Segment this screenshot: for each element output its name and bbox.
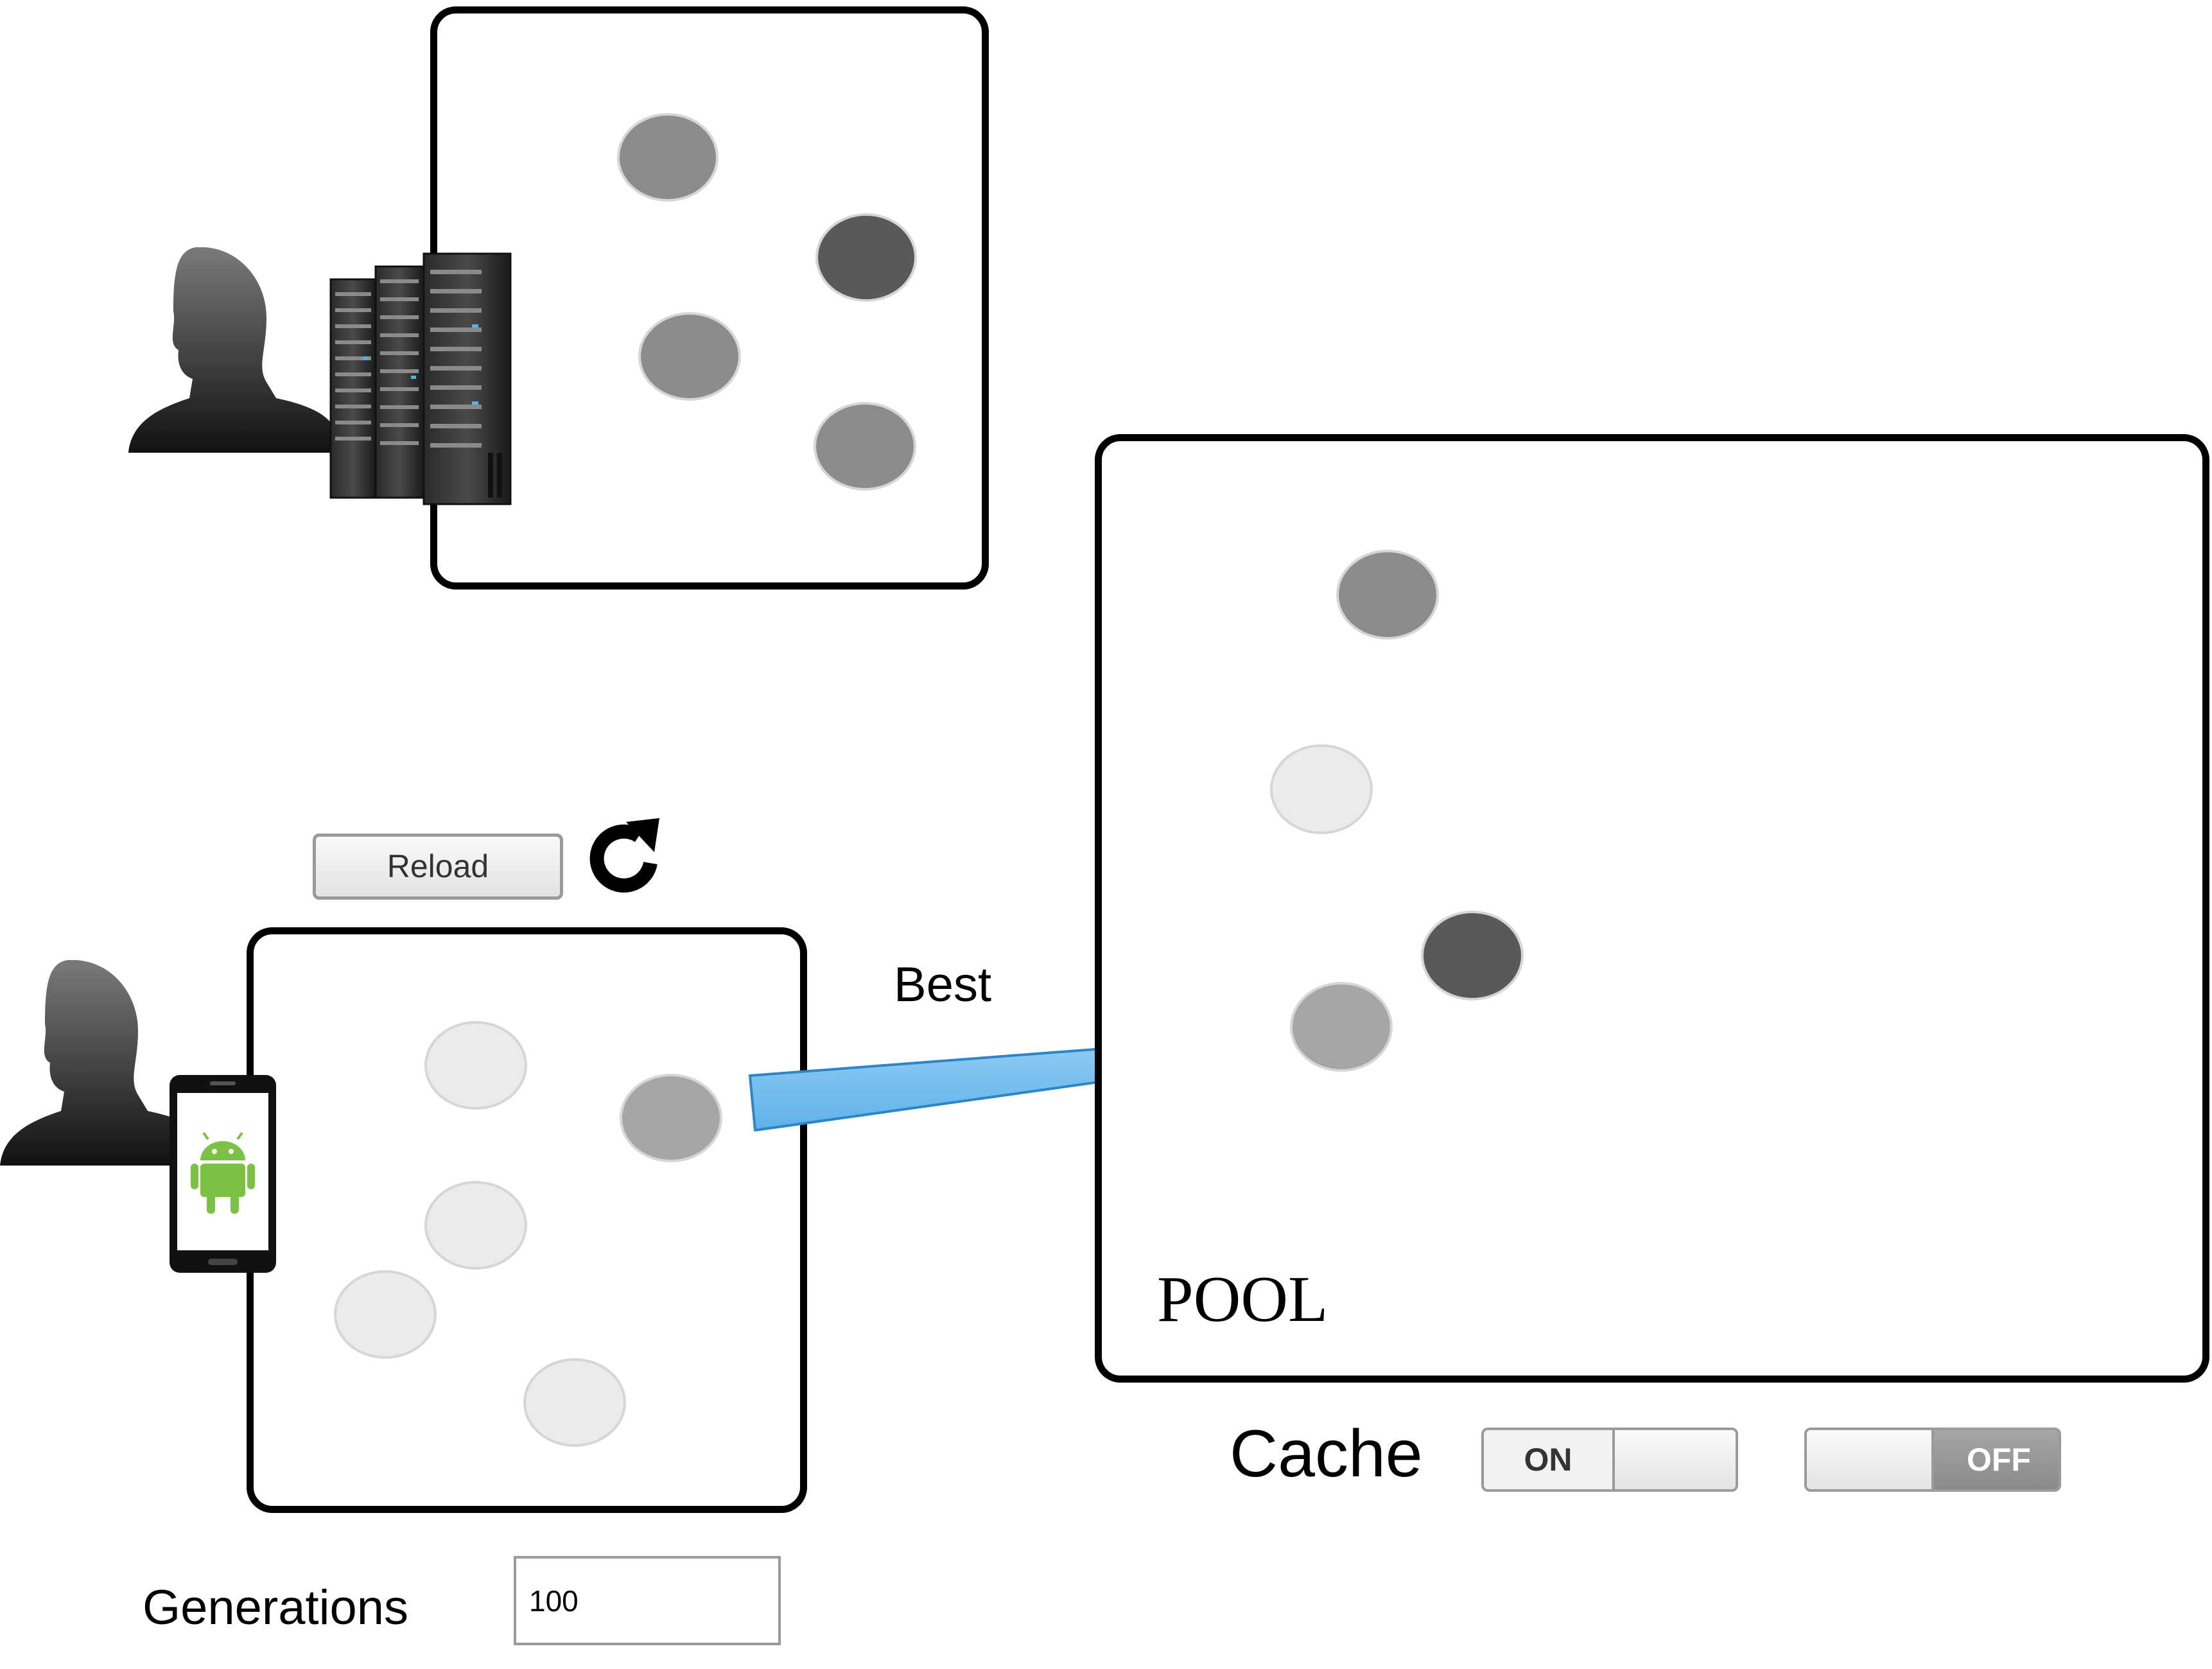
pool-node <box>1270 744 1373 834</box>
client-panel <box>247 927 807 1513</box>
client-node <box>523 1358 626 1447</box>
pool-label: POOL <box>1157 1263 1328 1336</box>
best-label: Best <box>894 957 992 1012</box>
client-node <box>424 1021 527 1110</box>
reload-button[interactable]: Reload <box>313 834 563 900</box>
pool-node <box>1421 911 1524 1001</box>
refresh-icon[interactable] <box>588 817 661 894</box>
client-node <box>334 1270 437 1359</box>
toggle-on-label: ON <box>1524 1442 1572 1478</box>
cache-toggle-off[interactable]: OFF <box>1804 1428 2061 1492</box>
toggle-knob[interactable] <box>1807 1430 1934 1489</box>
client-node <box>620 1074 722 1162</box>
generations-input[interactable]: 100 <box>514 1556 781 1645</box>
server-node <box>814 402 916 491</box>
pool-panel: POOL <box>1095 434 2209 1383</box>
pool-node <box>1336 550 1439 640</box>
user-silhouette-icon <box>0 960 212 1166</box>
android-phone-icon <box>170 1075 276 1273</box>
pool-node <box>1290 982 1393 1072</box>
cache-label: Cache <box>1230 1417 1423 1491</box>
cache-toggle-on[interactable]: ON <box>1481 1428 1738 1492</box>
user-silhouette-icon <box>128 247 340 453</box>
client-node <box>424 1181 527 1270</box>
server-node <box>815 213 917 302</box>
server-panel <box>430 6 989 590</box>
server-node <box>617 113 718 202</box>
toggle-off-label: OFF <box>1934 1430 2059 1489</box>
server-rack-icon <box>329 252 512 505</box>
server-node <box>638 312 741 401</box>
toggle-knob[interactable] <box>1612 1430 1736 1489</box>
generations-label: Generations <box>143 1580 409 1635</box>
